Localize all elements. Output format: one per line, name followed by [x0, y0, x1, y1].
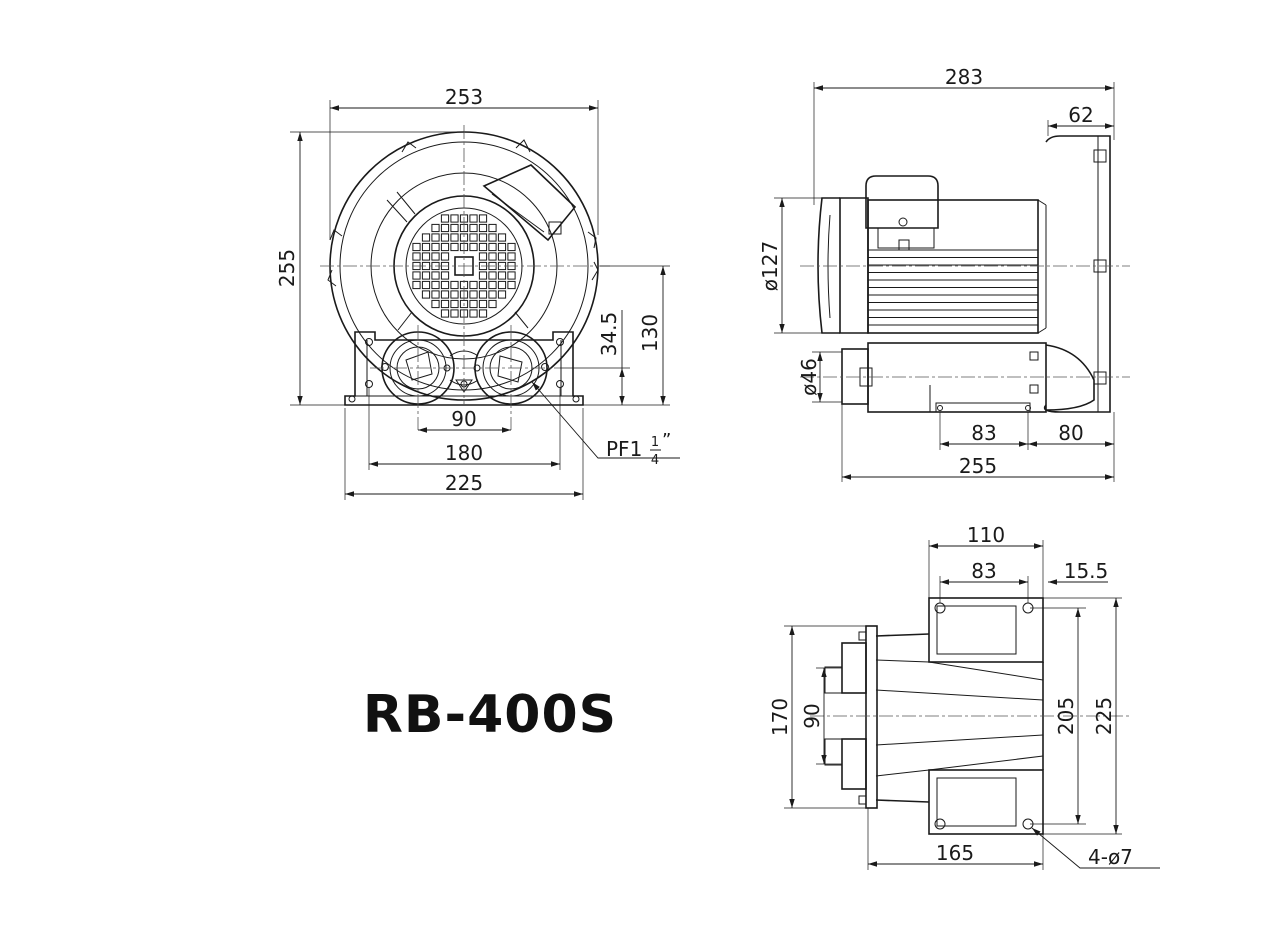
dim-side-hole-pitch: 83 — [971, 421, 996, 445]
dim-bottom-length: 165 — [936, 841, 974, 865]
dim-front-width: 253 — [445, 85, 483, 109]
dim-front-height: 255 — [275, 249, 299, 287]
dim-bottom-flange-height: 170 — [768, 698, 792, 736]
dim-front-center-height: 130 — [638, 314, 662, 352]
label-mounting-holes: 4-ø7 — [1088, 845, 1133, 869]
dim-front-base-width: 225 — [445, 471, 483, 495]
side-view: 283 62 ø127 ø46 83 80 255 — [758, 65, 1130, 482]
dim-bottom-hole-pitch-x: 83 — [971, 559, 996, 583]
dim-bottom-base-width: 225 — [1092, 697, 1116, 735]
dim-front-hole-pitch: 180 — [445, 441, 483, 465]
motor-fins — [868, 249, 1038, 326]
label-port-thread-quote: ” — [662, 430, 671, 451]
label-port-thread-denominator: 4 — [651, 453, 659, 468]
bottom-view: 110 83 15.5 170 90 205 225 165 — [768, 523, 1160, 870]
front-view: 253 255 34.5 130 90 180 225 PF1 1 — [275, 85, 680, 500]
dim-side-housing-depth: 62 — [1068, 103, 1093, 127]
dim-bottom-hole-pitch-y: 205 — [1054, 697, 1078, 735]
dim-side-base-length: 255 — [959, 454, 997, 478]
dim-bottom-port-pitch: 90 — [800, 703, 824, 728]
dim-side-base-offset: 80 — [1058, 421, 1083, 445]
dim-front-port-height: 34.5 — [597, 312, 621, 357]
model-title: RB-400S — [363, 685, 617, 745]
dim-front-port-pitch: 90 — [451, 407, 476, 431]
dim-bottom-edge-offset: 15.5 — [1064, 559, 1109, 583]
dim-side-motor-diameter: ø127 — [758, 241, 782, 291]
label-port-thread: PF1 — [606, 437, 642, 461]
dim-side-length: 283 — [945, 65, 983, 89]
dim-bottom-foot-span: 110 — [967, 523, 1005, 547]
dim-side-port-diameter: ø46 — [797, 358, 821, 396]
label-port-thread-numerator: 1 — [651, 435, 659, 450]
fan-grill — [412, 214, 516, 318]
